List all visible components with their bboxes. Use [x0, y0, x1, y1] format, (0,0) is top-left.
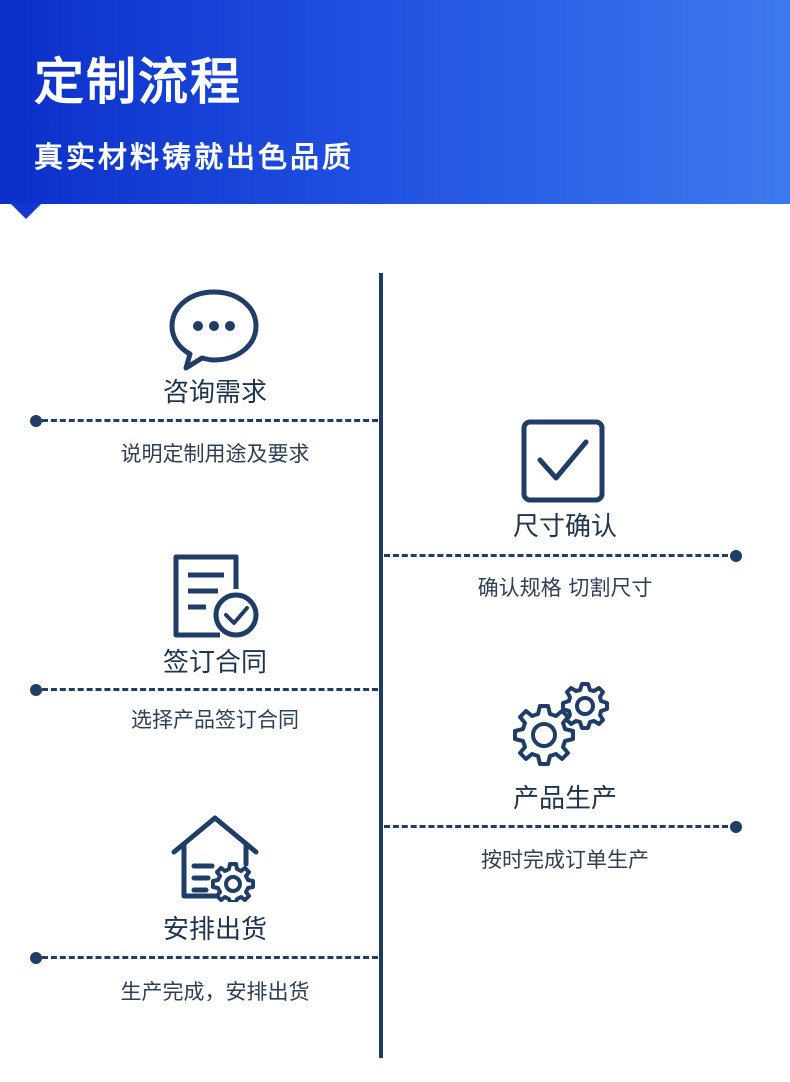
warehouse-gear-icon: [171, 815, 259, 902]
step-title: 产品生产: [512, 784, 617, 814]
dashed-connector: [384, 825, 728, 828]
dashed-connector: [42, 688, 378, 691]
page-subtitle: 真实材料铸就出色品质: [34, 140, 355, 174]
header-banner: 定制流程 真实材料铸就出色品质: [0, 0, 790, 204]
chat-bubble-icon: [169, 289, 259, 371]
timeline-line: [379, 273, 383, 1058]
step-desc: 确认规格 切割尺寸: [477, 576, 653, 600]
step-title: 安排出货: [162, 915, 267, 945]
contract-check-icon: [173, 554, 259, 638]
step-desc: 按时完成订单生产: [481, 848, 649, 872]
dashed-connector: [42, 419, 378, 422]
timeline-dot: [30, 684, 42, 696]
timeline-dot: [30, 415, 42, 427]
banner-notch: [10, 203, 42, 219]
timeline-dot: [730, 821, 742, 833]
timeline-dot: [730, 550, 742, 562]
step-desc: 生产完成，安排出货: [120, 980, 310, 1004]
gears-icon: [513, 682, 609, 766]
step-title: 咨询需求: [162, 378, 267, 408]
step-desc: 选择产品签订合同: [131, 708, 299, 732]
timeline-dot: [30, 952, 42, 964]
step-title: 签订合同: [162, 648, 267, 678]
checkbox-icon: [521, 419, 605, 503]
page-title: 定制流程: [34, 53, 242, 111]
dashed-connector: [42, 956, 378, 959]
dashed-connector: [384, 554, 728, 557]
step-title: 尺寸确认: [512, 512, 617, 542]
step-desc: 说明定制用途及要求: [120, 442, 310, 466]
